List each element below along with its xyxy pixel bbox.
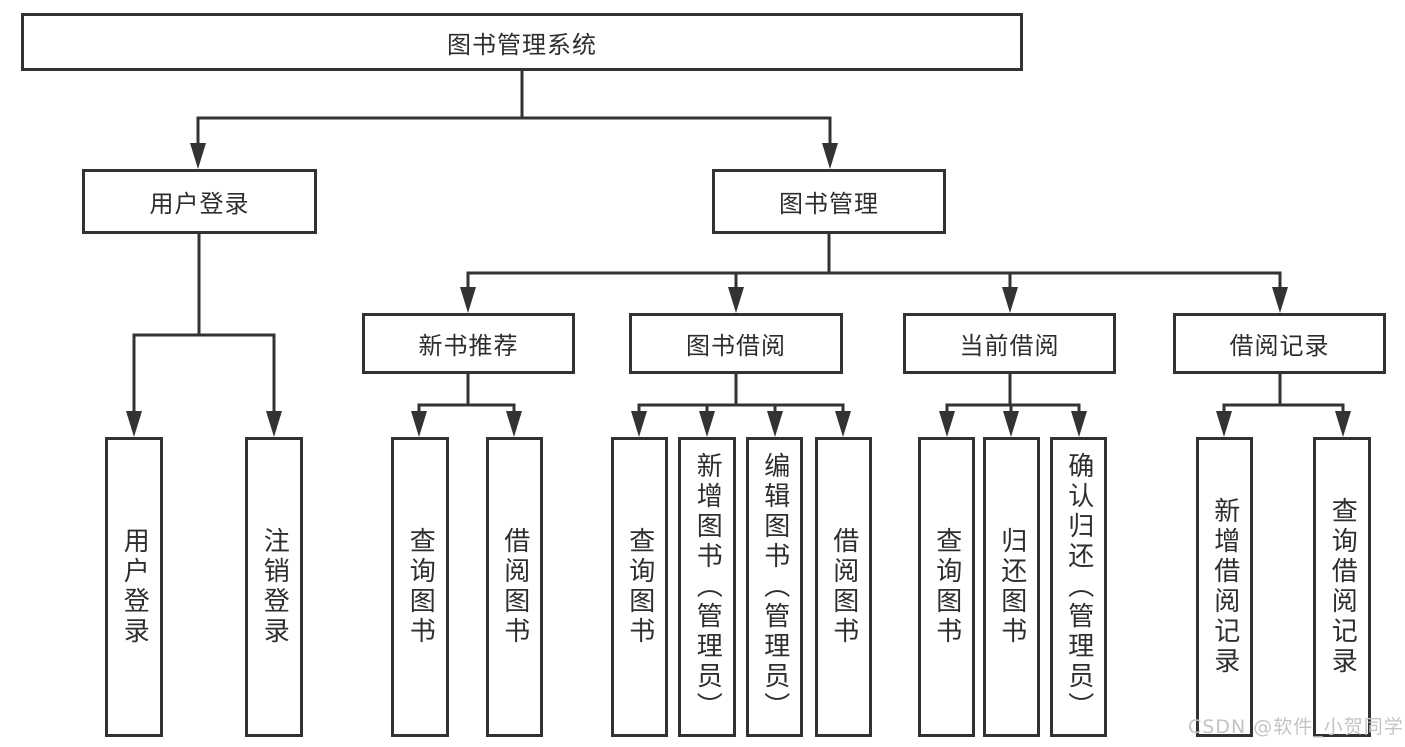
leaf-query-books-current: 查询图书: [918, 437, 975, 737]
node-label: 借阅图书: [828, 527, 859, 647]
leaf-borrow-books-recommend: 借阅图书: [486, 437, 543, 737]
node-label: 用户登录: [149, 190, 250, 218]
watermark-csdn: CSDN @软件_小贺同学: [1188, 716, 1404, 738]
node-label: 查询借阅记录: [1327, 497, 1358, 677]
leaf-borrow-books: 借阅图书: [815, 437, 872, 737]
node-new-book-recommendation: 新书推荐: [362, 313, 575, 374]
leaf-user-login: 用户登录: [105, 437, 163, 737]
node-label: 借阅图书: [499, 527, 530, 647]
leaf-logout: 注销登录: [245, 437, 303, 737]
node-label: 用户登录: [119, 527, 150, 647]
node-label: 注销登录: [259, 527, 290, 647]
node-label: 新书推荐: [418, 332, 519, 360]
node-library-management-system: 图书管理系统: [21, 13, 1023, 71]
node-user-login: 用户登录: [82, 169, 317, 234]
node-label: 借阅记录: [1229, 332, 1330, 360]
node-label: 编辑图书（管理员）: [759, 452, 790, 722]
node-label: 归还图书: [996, 527, 1027, 647]
node-label: 图书管理: [779, 190, 879, 218]
node-book-borrowing: 图书借阅: [629, 313, 843, 374]
node-label: 新增图书（管理员）: [692, 452, 723, 722]
leaf-query-books-recommend: 查询图书: [391, 437, 449, 737]
leaf-add-borrow-record: 新增借阅记录: [1196, 437, 1253, 737]
leaf-edit-books-admin: 编辑图书（管理员）: [746, 437, 803, 737]
node-label: 新增借阅记录: [1209, 497, 1240, 677]
node-label: 图书借阅: [686, 332, 786, 360]
node-label: 查询图书: [405, 527, 436, 647]
leaf-confirm-return-admin: 确认归还（管理员）: [1050, 437, 1107, 737]
node-borrowing-records: 借阅记录: [1173, 313, 1386, 374]
leaf-query-books-borrowing: 查询图书: [611, 437, 668, 737]
leaf-return-books: 归还图书: [983, 437, 1040, 737]
node-label: 当前借阅: [959, 332, 1060, 360]
node-current-borrowing: 当前借阅: [903, 313, 1116, 374]
node-book-management: 图书管理: [712, 169, 946, 234]
node-label: 图书管理系统: [447, 30, 597, 59]
node-label: 查询图书: [624, 527, 655, 647]
node-label: 查询图书: [931, 527, 962, 647]
node-label: 确认归还（管理员）: [1063, 452, 1094, 722]
leaf-query-borrow-record: 查询借阅记录: [1313, 437, 1371, 737]
leaf-add-books-admin: 新增图书（管理员）: [678, 437, 736, 737]
